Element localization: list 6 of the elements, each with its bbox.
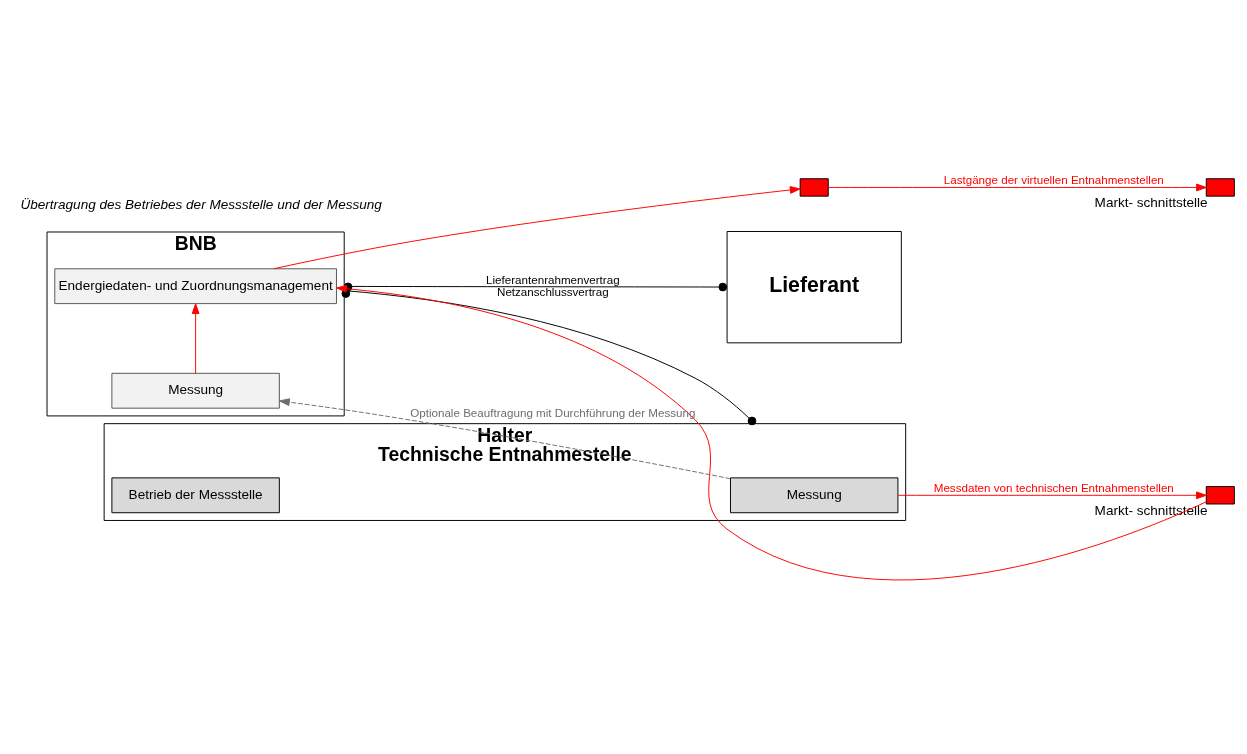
edge-label: Lastgänge der virtuellen Entnahmenstellen (943, 172, 1164, 186)
node-label: Markt- schnittstelle (1094, 194, 1208, 210)
edge-label: Messdaten von technischen Entnahmenstellen (933, 480, 1174, 494)
label: Übertragung des Betriebes der Messstelle und der Messung (20, 196, 382, 212)
edge-label: Netzanschlussvertrag (497, 284, 609, 298)
edge-label: Lieferantenrahmenvertrag (486, 272, 620, 286)
